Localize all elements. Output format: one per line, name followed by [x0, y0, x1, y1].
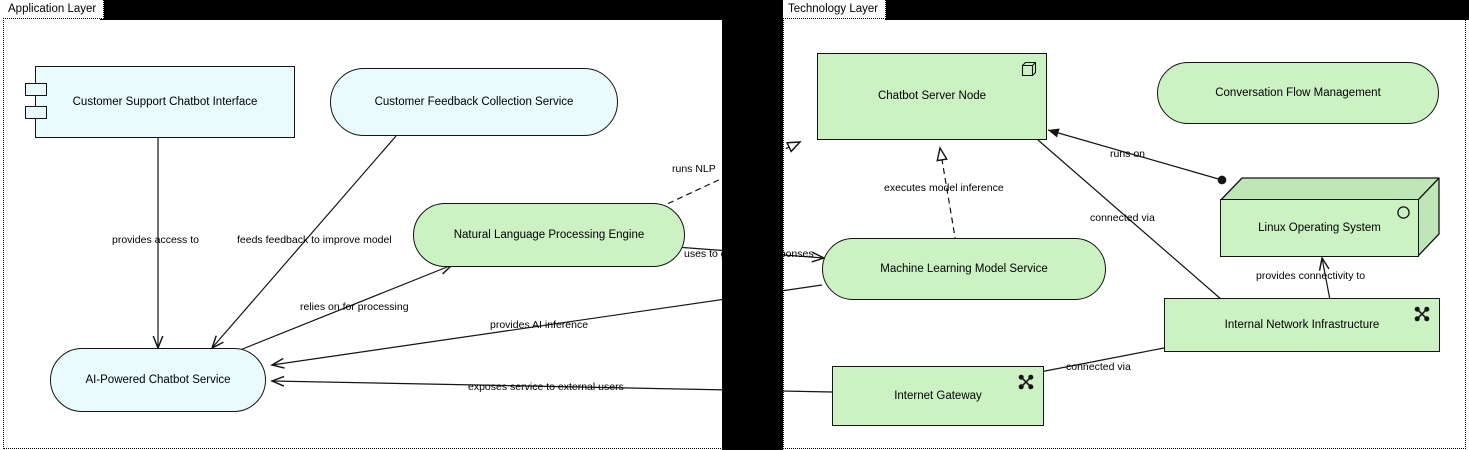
- node-label-ai-powered-chatbot-service: AI-Powered Chatbot Service: [85, 373, 231, 386]
- node-label-linux-operating-system: Linux Operating System: [1258, 222, 1381, 234]
- node-internet-gateway[interactable]: Internet Gateway: [832, 366, 1044, 426]
- system-software-circle-icon: [1396, 205, 1411, 223]
- occlusion-band-top-left: [100, 0, 723, 20]
- node-label-customer-support-chatbot-interface: Customer Support Chatbot Interface: [72, 95, 258, 108]
- node-linux-operating-system[interactable]: Linux Operating System: [1220, 172, 1440, 258]
- node-label-internal-network-infrastructure: Internal Network Infrastructure: [1224, 318, 1380, 331]
- node-label-conversation-flow-management: Conversation Flow Management: [1215, 86, 1381, 99]
- component-icon: [25, 80, 47, 124]
- grouping-label-technology-layer: Technology Layer: [783, 0, 887, 19]
- node-natural-language-processing-engine[interactable]: Natural Language Processing Engine: [413, 203, 685, 267]
- node-label-machine-learning-model-service: Machine Learning Model Service: [880, 262, 1048, 275]
- node-customer-feedback-collection-service[interactable]: Customer Feedback Collection Service: [330, 68, 618, 136]
- node-label-customer-feedback-collection-service: Customer Feedback Collection Service: [374, 95, 574, 108]
- occlusion-band-vertical: [722, 0, 783, 450]
- node-internal-network-infrastructure[interactable]: Internal Network Infrastructure: [1164, 298, 1440, 352]
- node-customer-support-chatbot-interface[interactable]: Customer Support Chatbot Interface: [25, 66, 295, 138]
- node-conversation-flow-management[interactable]: Conversation Flow Management: [1157, 62, 1439, 124]
- network-icon: [1414, 306, 1430, 326]
- grouping-label-application-layer: Application Layer: [3, 0, 105, 19]
- node-ai-powered-chatbot-service[interactable]: AI-Powered Chatbot Service: [50, 348, 266, 412]
- node-cube-icon: [1021, 61, 1037, 81]
- node-chatbot-server-node[interactable]: Chatbot Server Node: [817, 53, 1047, 140]
- node-machine-learning-model-service[interactable]: Machine Learning Model Service: [822, 238, 1106, 300]
- node-label-natural-language-processing-engine: Natural Language Processing Engine: [453, 228, 645, 241]
- node-label-internet-gateway: Internet Gateway: [894, 389, 982, 402]
- occlusion-band-top-right: [885, 0, 1469, 20]
- node-label-chatbot-server-node: Chatbot Server Node: [877, 90, 987, 103]
- device-front-face: Linux Operating System: [1220, 199, 1419, 257]
- network-icon: [1018, 374, 1034, 394]
